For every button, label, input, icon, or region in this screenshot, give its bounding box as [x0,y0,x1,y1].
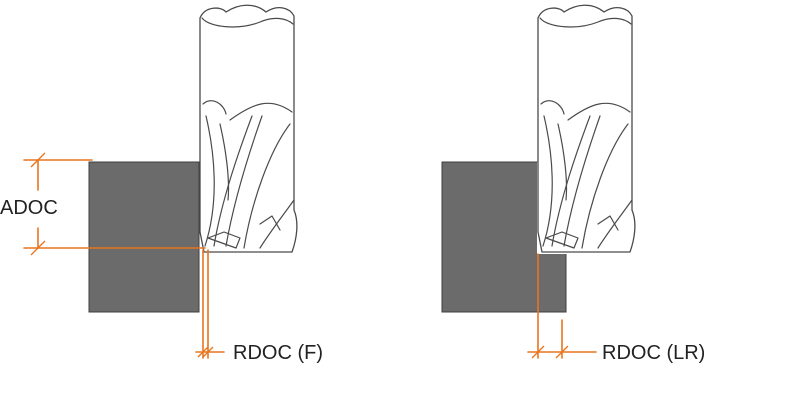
end-mill-icon [537,4,636,253]
finishing-figure: ADOC RDOC (F) [0,4,323,364]
rdoc-f-dimension [195,249,225,359]
roughing-figure: RDOC (LR) [441,4,705,364]
rdoc-lr-dimension [527,253,597,359]
adoc-dimension [23,152,206,256]
workpiece-finishing [88,161,200,313]
rdoc-f-label: RDOC (F) [233,342,323,364]
rdoc-lr-label: RDOC (LR) [602,342,705,364]
adoc-label: ADOC [0,197,58,219]
end-mill-icon [199,4,298,253]
